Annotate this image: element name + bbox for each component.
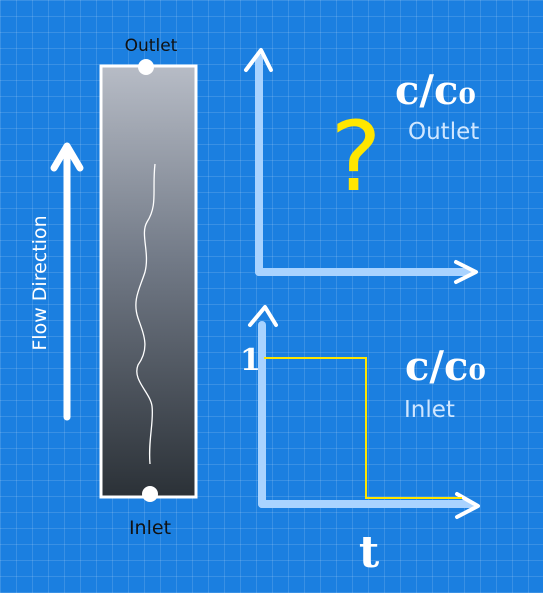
inlet-plot-axes	[258, 321, 474, 508]
outlet-port	[138, 59, 154, 75]
column: Outlet Inlet	[99, 36, 198, 539]
flow-direction-label: Flow Direction	[29, 215, 51, 350]
inlet-plot-sub-label: Inlet	[404, 397, 455, 423]
inlet-plot-arrowheads	[248, 305, 480, 519]
inlet-plot-y-tick-label: 1	[240, 343, 261, 378]
flow-path-line	[135, 163, 156, 465]
inlet-plot-x-label: t	[359, 527, 380, 578]
column-inlet-label: Inlet	[129, 517, 171, 539]
column-body	[99, 64, 198, 499]
outlet-plot-arrowheads	[244, 48, 478, 284]
outlet-plot-axes	[255, 54, 474, 276]
question-mark: ?	[331, 101, 382, 213]
outlet-plot-sub-label: Outlet	[408, 119, 479, 145]
inlet-port	[142, 486, 158, 502]
flow-direction-arrow	[50, 142, 84, 421]
column-outlet-label: Outlet	[125, 36, 178, 56]
inlet-step-signal	[264, 357, 462, 499]
outlet-plot-y-label: c/c₀	[395, 67, 476, 114]
inlet-plot-y-label: c/c₀	[405, 343, 486, 390]
